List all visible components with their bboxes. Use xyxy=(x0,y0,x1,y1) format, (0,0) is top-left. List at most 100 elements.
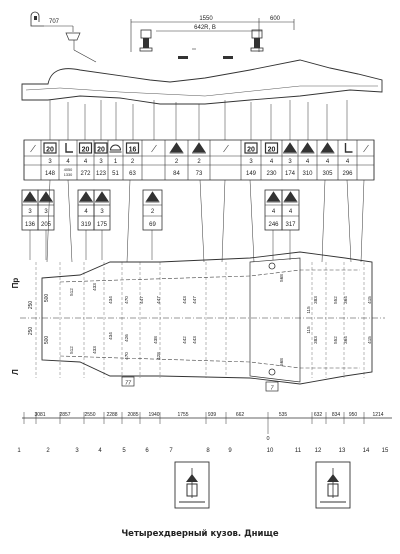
table-col-10-symbol: 20 xyxy=(268,147,276,154)
inner-dim-9: 442 xyxy=(182,336,187,344)
boxed-mark-0: 77 xyxy=(125,381,132,387)
underbody-outline xyxy=(41,251,373,385)
lower-col-3-qty: 4 xyxy=(84,209,88,215)
table-col-1-qty: 3 xyxy=(48,159,52,165)
detail-block-1 xyxy=(327,483,339,497)
small-bar xyxy=(223,56,233,59)
frame-outline xyxy=(21,59,383,105)
bracket-shape xyxy=(30,11,44,27)
inner-dim-5: 438 xyxy=(153,336,158,344)
lower-col-5-qty: 2 xyxy=(151,209,155,215)
small-bar xyxy=(178,56,188,59)
table-col-5-val: 51 xyxy=(112,171,119,177)
station-number-3: 3 xyxy=(75,448,79,454)
detail-block-0 xyxy=(186,483,198,497)
inner-dim-7: 470 xyxy=(124,352,129,360)
station-number-12: 12 xyxy=(315,448,322,454)
lower-col-4-weld-triangle xyxy=(95,191,109,203)
left-dim-1: 250 xyxy=(28,327,34,336)
table-col-6-symbol-box xyxy=(125,142,140,154)
station-number-14: 14 xyxy=(363,448,370,454)
left-dim-3: 500 xyxy=(44,336,50,345)
table-col-2-val-b: 1330 xyxy=(64,173,72,177)
station-number-2: 2 xyxy=(46,448,50,454)
leader-mid-4 xyxy=(221,179,226,263)
table-col-11-val: 174 xyxy=(285,171,296,177)
table-col-3-val: 272 xyxy=(80,171,91,177)
table-col-8-val: 73 xyxy=(196,171,203,177)
detail-symbols xyxy=(174,461,351,509)
inner-dim-10: 512 xyxy=(69,346,74,354)
bottom-dim-662: 662 xyxy=(236,412,245,418)
bottom-dim-834: 834 xyxy=(332,412,341,418)
table-col-6-val: 63 xyxy=(129,171,136,177)
inner-dim-1: 433 xyxy=(92,283,97,291)
dim-1550: 1550 xyxy=(199,16,213,22)
inner-dim-22: 415 xyxy=(367,336,372,344)
bottom-dim-535: 535 xyxy=(279,412,288,418)
leader-mid-3 xyxy=(199,179,205,263)
table-col-9-val: 149 xyxy=(246,171,257,177)
lower-col-7-frame xyxy=(281,189,300,231)
table-col-2-qty: 4 xyxy=(66,159,70,165)
leader-mid-8 xyxy=(360,179,365,263)
table-col-4-symbol-box xyxy=(94,142,108,154)
table-col-13-val: 305 xyxy=(322,171,333,177)
detail-arrow-1 xyxy=(327,474,339,482)
clip-body-1 xyxy=(254,38,260,48)
detail-box-1 xyxy=(315,461,351,509)
empty-cell-mark xyxy=(363,144,369,153)
bottom-dim-1755: 1755 xyxy=(177,412,188,418)
station-number-7: 7 xyxy=(169,448,173,454)
table-col-5-rivet-symbol xyxy=(109,144,122,153)
inner-dim-21: 364 xyxy=(343,336,348,344)
empty-cell-mark xyxy=(151,144,157,153)
leader-mid-7 xyxy=(346,179,352,263)
inner-dim-15: 383 xyxy=(313,296,318,304)
empty-cell-mark xyxy=(223,144,229,153)
lower-col-1-weld-triangle xyxy=(23,191,37,203)
station-number-4: 4 xyxy=(98,448,102,454)
table-col-13-weld-triangle xyxy=(320,142,335,154)
station-number-15: 15 xyxy=(382,448,389,454)
table-col-14-val: 296 xyxy=(342,171,353,177)
table-col-9-qty: 3 xyxy=(249,159,253,165)
inner-dim-0: 512 xyxy=(69,288,74,296)
table-col-7-val: 84 xyxy=(173,171,180,177)
table-col-4-qty: 3 xyxy=(99,159,103,165)
inner-dim-8: 443 xyxy=(182,296,187,304)
bottom-dim-3081: 3081 xyxy=(34,412,45,418)
inner-dim-20: 552 xyxy=(333,336,338,344)
lower-col-2-qty: 3 xyxy=(44,209,48,215)
lower-col-7-val: 317 xyxy=(285,222,296,228)
rear-floor-panel xyxy=(249,257,301,383)
table-col-3-symbol-box xyxy=(78,142,93,154)
lower-col-5-val: 69 xyxy=(149,222,156,228)
table-col-9-symbol: 20 xyxy=(247,147,255,154)
inner-dim-11: 433 xyxy=(92,346,97,354)
rail-left xyxy=(59,355,360,369)
leader-mid-5 xyxy=(249,179,255,263)
left-dim-2: 500 xyxy=(44,294,50,303)
diagram-caption: Четырехдверный кузов. Днище xyxy=(121,529,279,539)
bottom-dim-1940: 1940 xyxy=(148,412,159,418)
lower-col-6-qty: 4 xyxy=(272,209,276,215)
clip-base-0 xyxy=(139,47,153,52)
bottom-dim-2085: 2085 xyxy=(127,412,138,418)
table-col-6-symbol: 16 xyxy=(129,147,137,154)
lower-col-5-frame xyxy=(142,189,163,231)
lower-col-6-val: 246 xyxy=(268,222,279,228)
station-number-6: 6 xyxy=(145,448,149,454)
side-label-right: Пр xyxy=(11,278,20,289)
inner-dim-14: 568 xyxy=(279,358,284,366)
table-col-11-qty: 3 xyxy=(288,159,292,165)
lower-col-1-qty: 3 xyxy=(28,209,32,215)
inner-dim-23: 115 xyxy=(306,306,311,314)
clip-base-1 xyxy=(250,47,264,52)
boxed-mark-1: 7 xyxy=(270,386,274,392)
inner-dim-12: 434 xyxy=(108,332,113,340)
station-number-13: 13 xyxy=(339,448,346,454)
empty-cell-mark xyxy=(30,144,36,153)
